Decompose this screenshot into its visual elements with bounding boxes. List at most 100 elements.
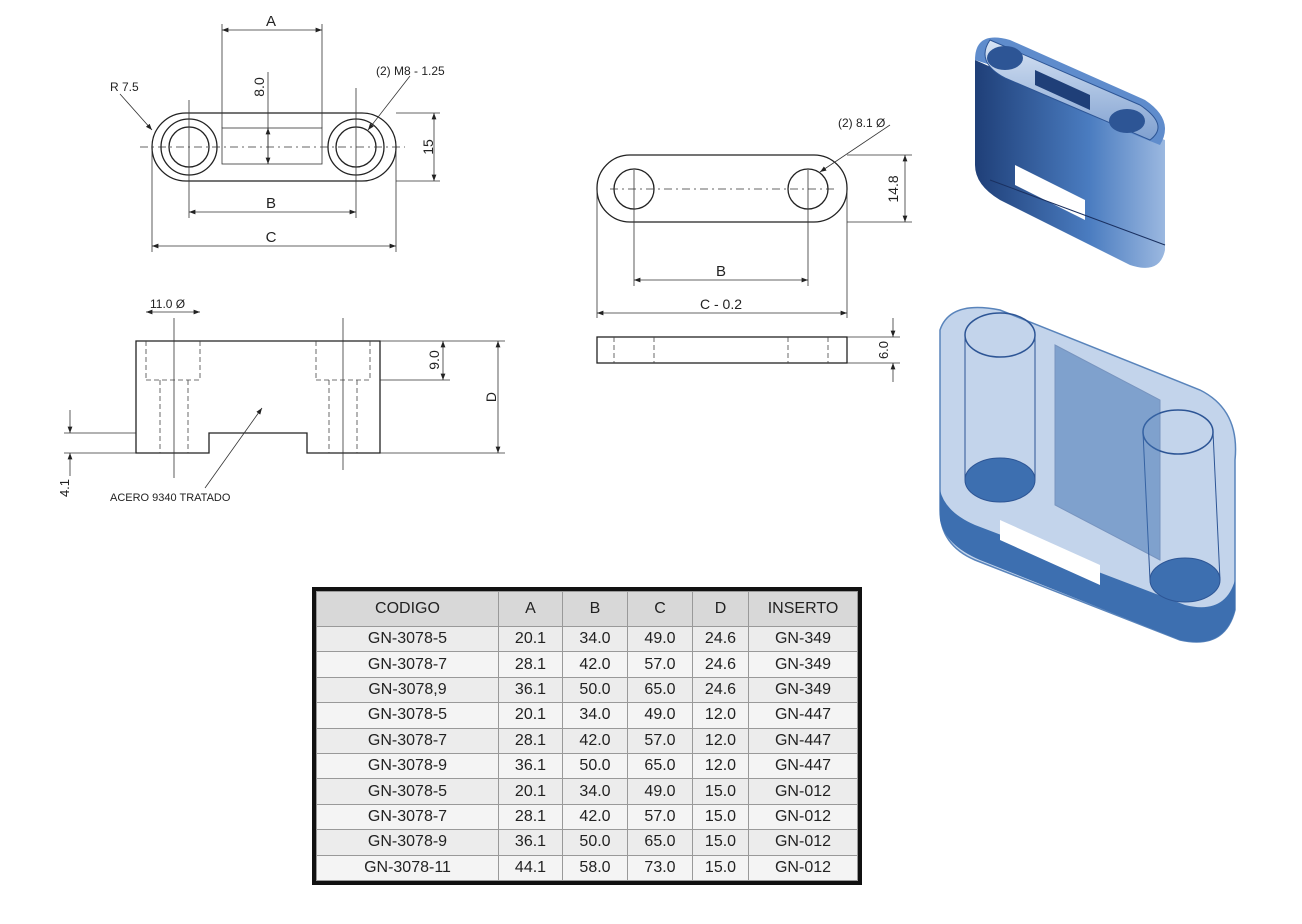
svg-text:4.1: 4.1 bbox=[57, 479, 72, 497]
cell-codigo: GN-3078-9 bbox=[316, 829, 499, 856]
svg-text:ACERO 9340 TRATADO: ACERO 9340 TRATADO bbox=[110, 492, 231, 504]
cell-inserto: GN-012 bbox=[748, 803, 858, 831]
cell-d: 12.0 bbox=[692, 727, 749, 754]
svg-text:15: 15 bbox=[420, 139, 436, 155]
cell-inserto: GN-349 bbox=[748, 651, 858, 678]
header-codigo: CODIGO bbox=[316, 591, 499, 627]
cell-d: 15.0 bbox=[692, 778, 749, 805]
slot bbox=[221, 127, 323, 165]
insert-side-outline bbox=[596, 336, 848, 364]
cell-c: 65.0 bbox=[627, 752, 693, 780]
cell-a: 36.1 bbox=[498, 829, 563, 856]
cell-inserto: GN-447 bbox=[748, 727, 858, 754]
cell-b: 42.0 bbox=[562, 803, 628, 831]
cell-c: 49.0 bbox=[627, 778, 693, 805]
cell-codigo: GN-3078-7 bbox=[316, 803, 499, 831]
cell-a: 28.1 bbox=[498, 651, 563, 678]
cell-c: 57.0 bbox=[627, 651, 693, 678]
cell-b: 42.0 bbox=[562, 727, 628, 754]
svg-text:11.0 Ø: 11.0 Ø bbox=[150, 297, 185, 311]
cell-b: 34.0 bbox=[562, 778, 628, 805]
svg-text:9.0: 9.0 bbox=[426, 350, 442, 370]
cell-codigo: GN-3078-7 bbox=[316, 727, 499, 754]
header-b: B bbox=[562, 591, 628, 627]
cell-d: 24.6 bbox=[692, 625, 749, 653]
cell-codigo: GN-3078-9 bbox=[316, 752, 499, 780]
cell-codigo: GN-3078-7 bbox=[316, 651, 499, 678]
header-d: D bbox=[692, 591, 749, 627]
cell-b: 34.0 bbox=[562, 625, 628, 653]
cell-d: 15.0 bbox=[692, 803, 749, 831]
cell-codigo: GN-3078-11 bbox=[316, 854, 499, 882]
cell-a: 20.1 bbox=[498, 702, 563, 729]
cell-codigo: GN-3078-5 bbox=[316, 778, 499, 805]
render-solid bbox=[975, 37, 1166, 268]
cell-a: 36.1 bbox=[498, 676, 563, 704]
cell-b: 34.0 bbox=[562, 702, 628, 729]
cell-inserto: GN-447 bbox=[748, 752, 858, 780]
cell-a: 28.1 bbox=[498, 803, 563, 831]
cell-b: 58.0 bbox=[562, 854, 628, 882]
svg-text:A: A bbox=[266, 13, 276, 30]
svg-text:C - 0.2: C - 0.2 bbox=[700, 296, 742, 312]
cell-inserto: GN-012 bbox=[748, 854, 858, 882]
svg-text:(2) 8.1 Ø: (2) 8.1 Ø bbox=[838, 116, 885, 130]
cell-d: 15.0 bbox=[692, 829, 749, 856]
cell-a: 28.1 bbox=[498, 727, 563, 754]
cell-a: 44.1 bbox=[498, 854, 563, 882]
svg-text:(2) M8 - 1.25: (2) M8 - 1.25 bbox=[376, 64, 445, 78]
cell-c: 49.0 bbox=[627, 702, 693, 729]
cell-a: 36.1 bbox=[498, 752, 563, 780]
cell-b: 50.0 bbox=[562, 829, 628, 856]
cell-inserto: GN-349 bbox=[748, 676, 858, 704]
svg-text:6.0: 6.0 bbox=[876, 341, 891, 359]
svg-text:D: D bbox=[483, 392, 499, 402]
svg-text:14.8: 14.8 bbox=[885, 175, 901, 202]
cell-a: 20.1 bbox=[498, 625, 563, 653]
cell-c: 57.0 bbox=[627, 727, 693, 754]
cell-b: 50.0 bbox=[562, 676, 628, 704]
insert-view: (2) 8.1 Ø 14.8 B C - 0.2 6.0 bbox=[596, 116, 912, 382]
cell-b: 42.0 bbox=[562, 651, 628, 678]
cell-c: 73.0 bbox=[627, 854, 693, 882]
header-inserto: INSERTO bbox=[748, 591, 858, 627]
svg-text:R 7.5: R 7.5 bbox=[110, 80, 139, 94]
cell-a: 20.1 bbox=[498, 778, 563, 805]
table-header-row: CODIGO A B C D INSERTO bbox=[316, 591, 858, 627]
cell-b: 50.0 bbox=[562, 752, 628, 780]
top-view: A 8.0 15 B C R 7.5 (2) M8 - 1.25 bbox=[110, 13, 445, 252]
cell-c: 57.0 bbox=[627, 803, 693, 831]
cell-inserto: GN-447 bbox=[748, 702, 858, 729]
cell-c: 65.0 bbox=[627, 829, 693, 856]
cell-inserto: GN-012 bbox=[748, 778, 858, 805]
cell-codigo: GN-3078-5 bbox=[316, 702, 499, 729]
svg-text:B: B bbox=[716, 263, 726, 280]
header-c: C bbox=[627, 591, 693, 627]
svg-text:C: C bbox=[266, 229, 277, 246]
svg-text:B: B bbox=[266, 195, 276, 212]
render-transparent bbox=[939, 306, 1237, 643]
cell-c: 65.0 bbox=[627, 676, 693, 704]
cell-codigo: GN-3078,9 bbox=[316, 676, 499, 704]
cell-d: 12.0 bbox=[692, 702, 749, 729]
cell-inserto: GN-012 bbox=[748, 829, 858, 856]
cell-d: 15.0 bbox=[692, 854, 749, 882]
cell-d: 24.6 bbox=[692, 651, 749, 678]
cell-c: 49.0 bbox=[627, 625, 693, 653]
insert-outline bbox=[596, 154, 848, 223]
header-a: A bbox=[498, 591, 563, 627]
svg-text:8.0: 8.0 bbox=[251, 77, 267, 97]
cell-d: 24.6 bbox=[692, 676, 749, 704]
